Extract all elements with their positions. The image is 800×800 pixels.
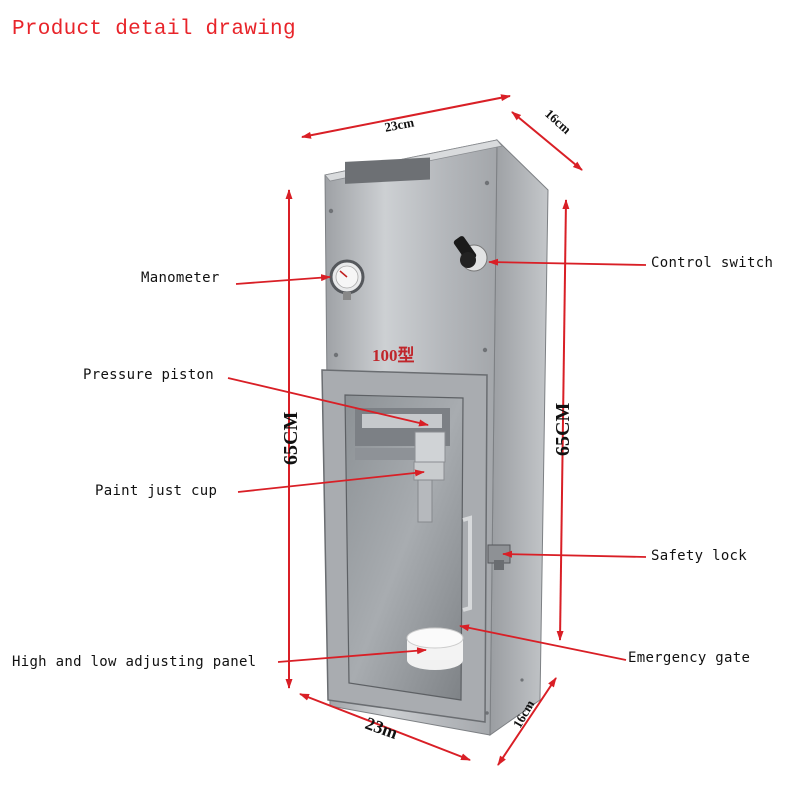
page-title: Product detail drawing bbox=[12, 18, 296, 41]
callout-arrow-pressure-piston bbox=[227, 377, 429, 427]
control-switch-knob bbox=[453, 236, 488, 272]
callout-manometer: Manometer bbox=[141, 270, 220, 286]
pressure-piston-assembly bbox=[355, 408, 450, 463]
callout-arrow-adjusting-panel bbox=[277, 647, 427, 663]
dim-label-height-left: 65CM bbox=[280, 412, 302, 465]
callout-pressure-piston: Pressure piston bbox=[83, 367, 214, 383]
callout-arrow-control-switch bbox=[488, 258, 647, 266]
dim-arrow-height-right bbox=[556, 199, 570, 641]
callout-emergency-gate: Emergency gate bbox=[628, 650, 751, 666]
callout-arrow-safety-lock bbox=[502, 550, 647, 558]
callout-safety-lock: Safety lock bbox=[651, 548, 748, 564]
callout-arrow-paint-cup bbox=[237, 469, 425, 493]
dim-label-height-right: 65CM bbox=[552, 403, 574, 456]
dim-arrow-bottom-depth bbox=[497, 677, 557, 766]
label-plate bbox=[345, 157, 430, 184]
callout-adjusting-panel: High and low adjusting panel bbox=[12, 654, 257, 670]
dim-arrow-top-depth bbox=[511, 111, 583, 171]
door-handle bbox=[462, 515, 472, 612]
callout-arrow-manometer bbox=[235, 274, 331, 285]
dim-arrow-top-width bbox=[301, 94, 511, 139]
cabinet-side-panel bbox=[489, 138, 549, 736]
adjusting-panel-disc bbox=[406, 627, 464, 670]
callout-control-switch: Control switch bbox=[651, 255, 774, 271]
callout-paint-cup: Paint just cup bbox=[95, 483, 218, 499]
model-label: 100型 bbox=[372, 345, 415, 365]
dim-arrow-bottom-width bbox=[299, 693, 471, 761]
dim-label-top-depth: 16cm bbox=[542, 106, 574, 137]
dim-label-top-width: 23cm bbox=[383, 114, 415, 134]
callout-arrow-emergency-gate bbox=[459, 624, 627, 661]
manometer-gauge bbox=[329, 259, 365, 300]
